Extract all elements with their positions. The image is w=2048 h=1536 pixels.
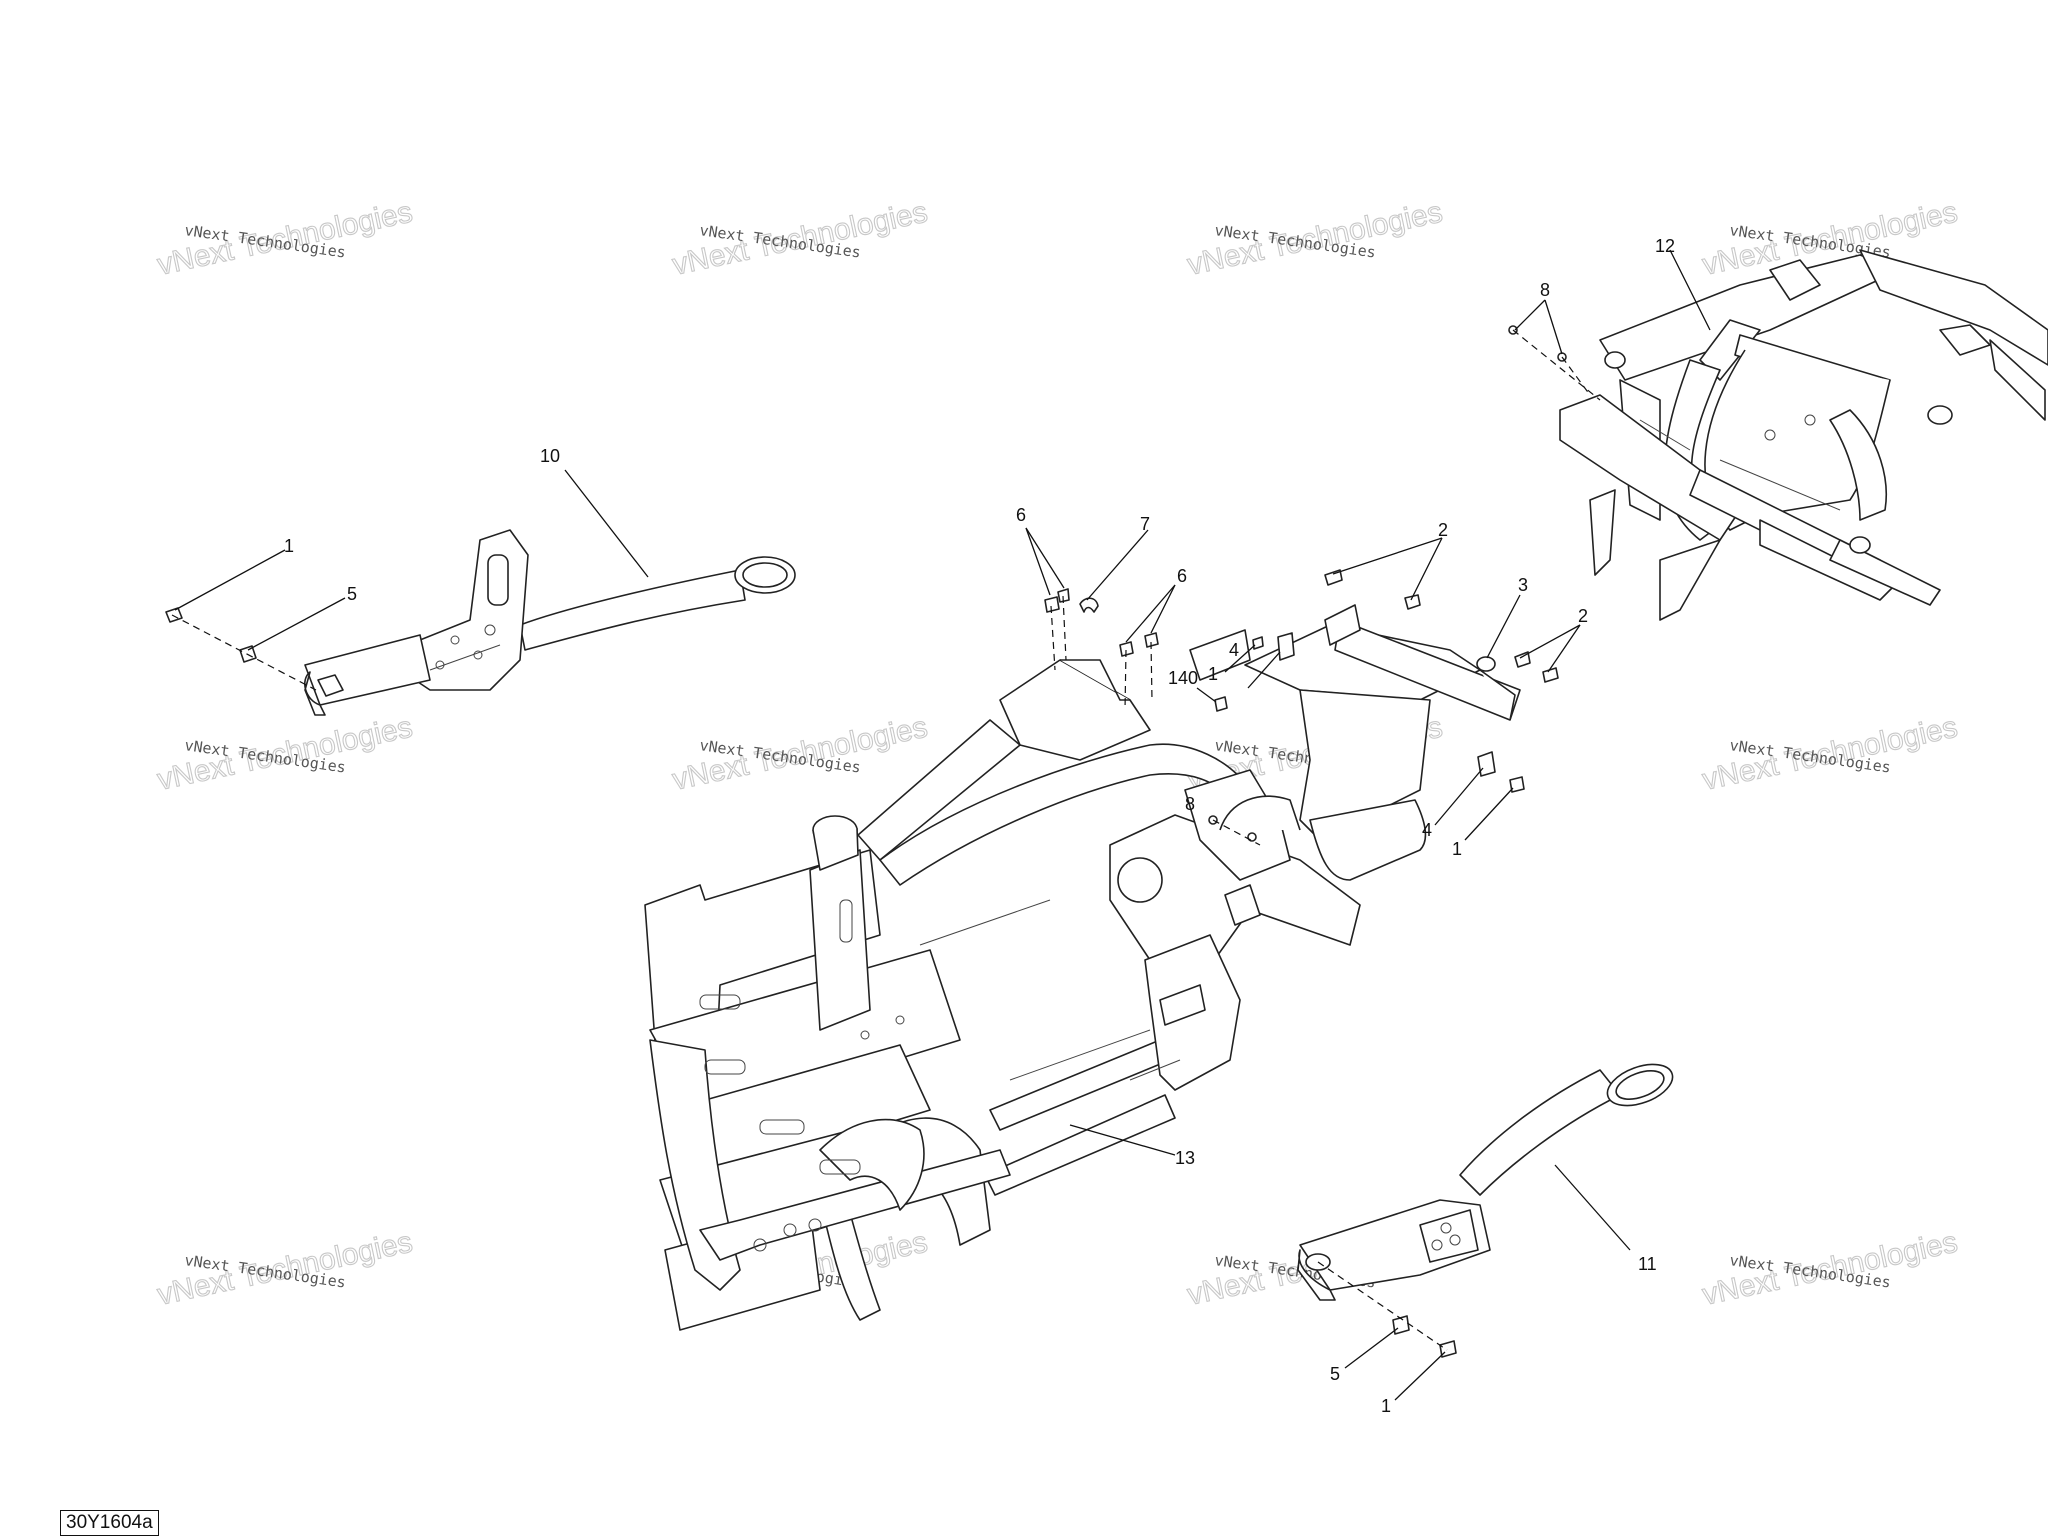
diagram-code-label: 30Y1604a xyxy=(60,1510,159,1536)
callout-label: 4 xyxy=(1229,640,1239,660)
callout-leaders xyxy=(174,249,1711,1401)
callout-label: 10 xyxy=(540,446,560,466)
callout-label: 6 xyxy=(1016,505,1026,525)
callout-label: 5 xyxy=(347,584,357,604)
callout-label: 1 xyxy=(1381,1396,1391,1416)
callout-label: 6 xyxy=(1177,566,1187,586)
part-10-left-arm[interactable] xyxy=(304,529,796,716)
callout-label: 1 xyxy=(284,536,294,556)
callout-label: 2 xyxy=(1438,520,1448,540)
callout-label: 140 xyxy=(1168,668,1198,688)
part-11-right-arm[interactable] xyxy=(1297,1056,1678,1301)
callout-label: 1 xyxy=(1208,664,1218,684)
part-13-main-frame[interactable] xyxy=(644,604,1521,1331)
callout-label: 3 xyxy=(1518,575,1528,595)
callout-labels: 10 1 5 6 7 6 140 1 4 2 3 2 8 4 1 12 8 13… xyxy=(284,236,1675,1416)
callout-label: 1 xyxy=(1452,839,1462,859)
callout-label: 8 xyxy=(1185,794,1195,814)
callout-label: 11 xyxy=(1638,1254,1657,1274)
callout-label: 4 xyxy=(1422,820,1432,840)
callout-label: 8 xyxy=(1540,280,1550,300)
callout-label: 12 xyxy=(1655,236,1675,256)
callout-label: 13 xyxy=(1175,1148,1195,1168)
callout-label: 7 xyxy=(1140,514,1150,534)
dashed-alignment-lines xyxy=(171,329,1601,1351)
callout-label: 2 xyxy=(1578,606,1588,626)
part-12-rear-subframe[interactable] xyxy=(1559,249,2048,621)
callout-label: 5 xyxy=(1330,1364,1340,1384)
